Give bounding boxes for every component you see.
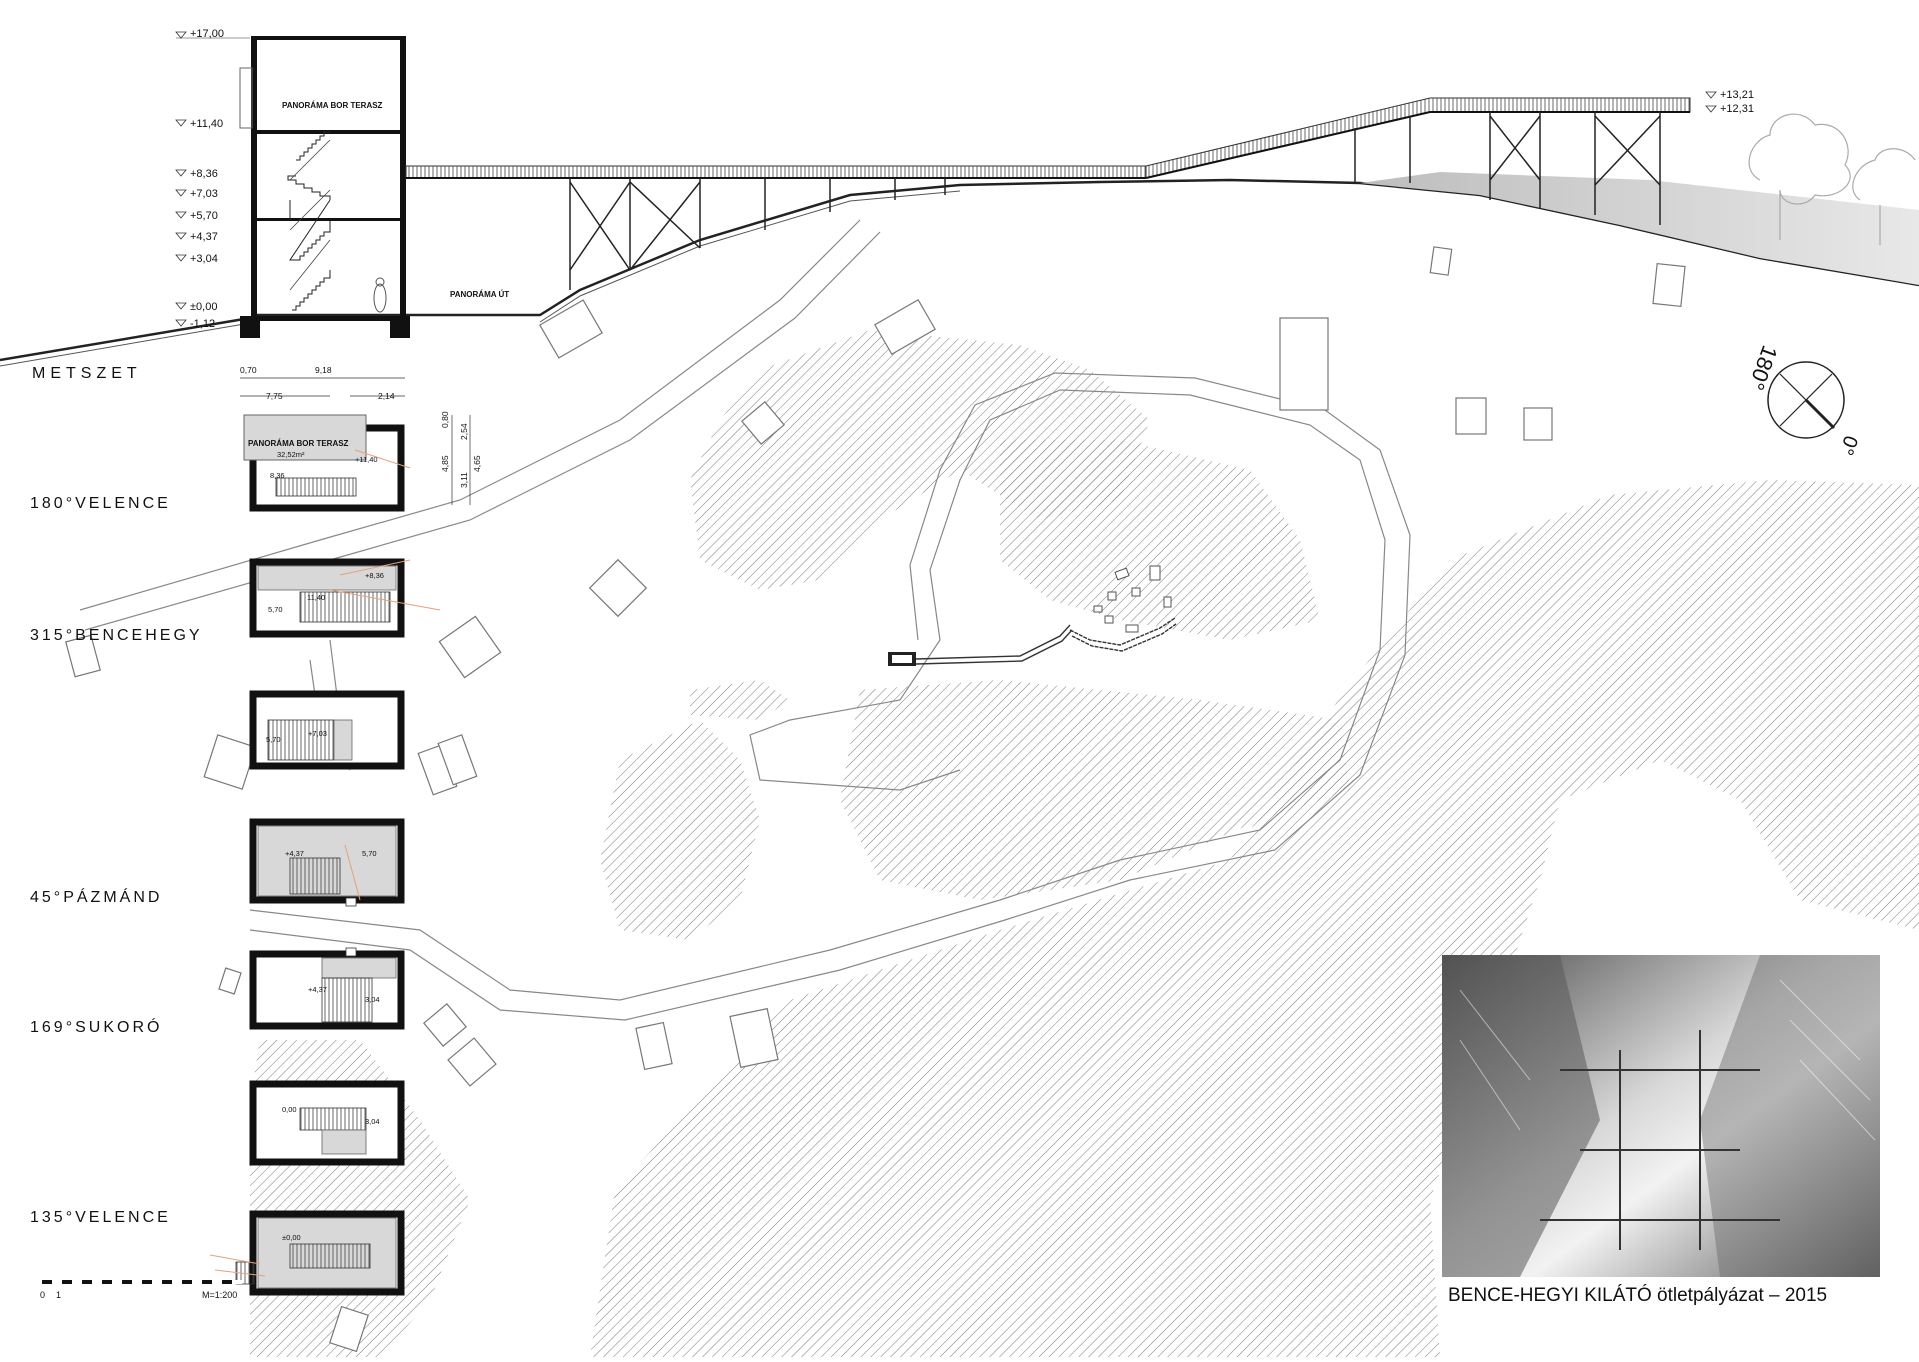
forest-area-mid [840,680,1350,900]
section-levels: +17,00 +11,40 +8,36 +7,03 +5,70 +4,37 +3… [175,28,1754,330]
scale-bar: 0 1 M=1:200 [40,1280,242,1300]
dim-label: 3,11 [459,472,469,488]
plan-level: 5,70 [362,849,377,858]
level-marker: +17,00 [175,28,250,40]
dim-label: 2,14 [378,391,395,401]
forest-area-center [1000,440,1320,640]
level-label: +11,40 [190,118,223,130]
lookout-tower-plan [888,565,1177,666]
level-label: +5,70 [190,210,218,222]
level-label: +7,03 [190,188,218,200]
tower-section [239,36,410,338]
plan-level: +11,40 [355,455,378,464]
plan-title: 315°BENCEHEGY [30,627,203,644]
dim-label: 2,54 [459,423,469,440]
terrace-label: PANORÁMA BOR TERASZ [282,101,383,110]
section-title: METSZET [32,365,142,382]
plan-level: +4,37 [285,849,304,858]
forest-area-west [690,330,1150,590]
plan-level: 8,36 [270,471,285,480]
room-label: PANORÁMA BOR TERASZ [248,439,349,448]
dim-label: 0,80 [440,411,450,428]
footer-caption: BENCE-HEGYI KILÁTÓ ötletpályázat – 2015 [1448,1285,1828,1306]
level-label: +4,37 [190,231,218,243]
level-label-right: +12,31 [1720,103,1754,115]
panorama-bridge [405,97,1691,290]
plan-level: +7,03 [308,729,327,738]
room-area: 32,52m² [277,450,305,459]
north-arrow-icon: 180° 0° [1743,342,1861,458]
hill-slope-fill [1360,172,1919,285]
dim-label: 9,18 [315,365,332,375]
level-label: +3,04 [190,253,218,265]
plan-title: 135°VELENCE [30,1209,171,1226]
plan-level: +4,37 [308,985,327,994]
floor-plan-4: +4,37 5,70 45°PÁZMÁND [30,818,405,907]
level-label: +8,36 [190,168,218,180]
plan-level: ±0,00 [282,1233,301,1242]
road-loop [249,372,1411,1021]
plan-title: 169°SUKORÓ [30,1017,162,1036]
floor-plan-1: PANORÁMA BOR TERASZ 32,52m² +11,40 8,36 … [30,414,405,512]
view-rays [209,449,441,1277]
plan-level: 0,00 [282,1105,297,1114]
scale-tick: 1 [56,1290,61,1300]
dim-label: 7,75 [266,391,283,401]
dim-label: 0,70 [240,365,257,375]
scale-ratio: M=1:200 [202,1290,237,1300]
terrain-line-2 [0,190,961,367]
level-label-right: +13,21 [1720,89,1754,101]
floor-plan-7: ±0,00 135°VELENCE [30,1209,405,1296]
plan-level: 3,04 [365,995,380,1004]
compass-label-0: 0° [1834,432,1861,457]
floor-plans: PANORÁMA BOR TERASZ 32,52m² +11,40 8,36 … [30,414,441,1296]
dim-label: 4,85 [440,455,450,472]
floor-plan-5: +4,37 3,04 169°SUKORÓ [30,947,405,1036]
plan-level: 3,04 [365,1117,380,1126]
plan-title: 180°VELENCE [30,495,171,512]
level-label: -1,12 [190,318,215,330]
tree-silhouettes [1748,113,1916,245]
plan-level: +8,36 [365,571,384,580]
floor-plan-3: 5,70 +7,03 [249,690,405,770]
dim-label: 4,65 [472,455,482,472]
forest-area-left [600,720,760,940]
forest-area-small [690,680,790,720]
path-label: PANORÁMA ÚT [450,290,509,299]
plan-level: 11,40 [307,593,325,602]
plan-title: 45°PÁZMÁND [30,887,162,906]
building-outlines [65,246,1686,1353]
interior-render-image [1442,955,1880,1277]
level-label: +17,00 [190,28,224,40]
plan-level: 5,70 [268,605,283,614]
floor-plan-6: 0,00 3,04 [249,1080,405,1166]
section-drawing: +17,00 +11,40 +8,36 +7,03 +5,70 +4,37 +3… [0,28,1919,382]
dimension-lines [240,377,471,505]
scale-tick: 0 [40,1290,45,1300]
level-label: ±0,00 [190,301,217,313]
plan-level: 5,70 [266,735,281,744]
